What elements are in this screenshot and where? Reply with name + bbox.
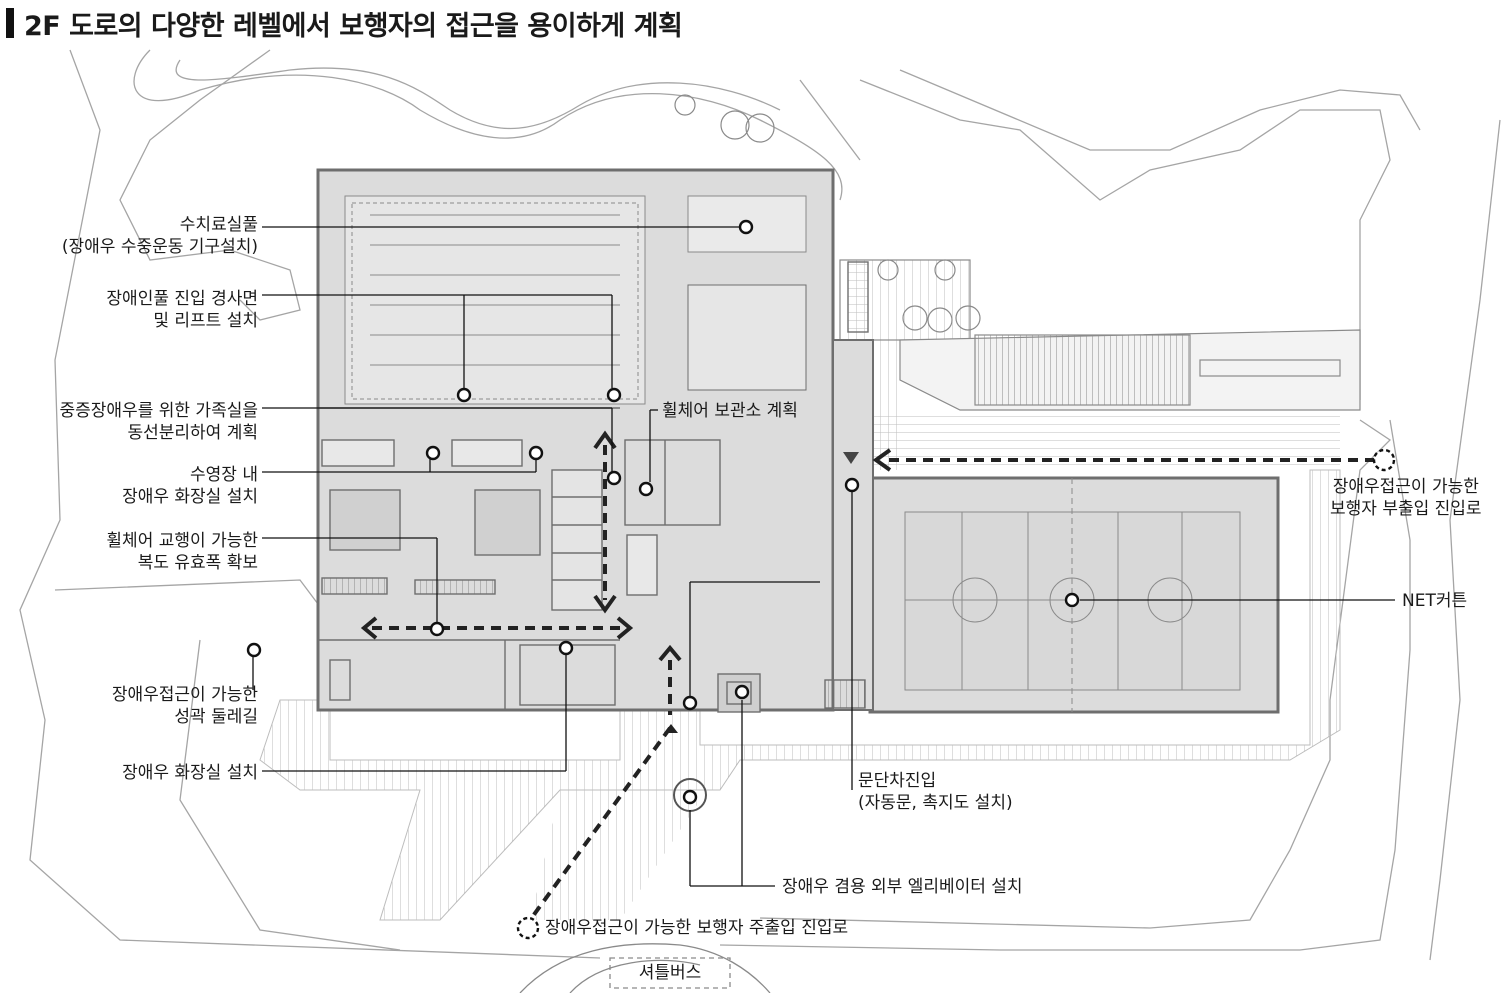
label-corridor-line1: 휠체어 교행이 가능한 [106,531,258,551]
label-elevator-line1: 장애우 겸용 외부 엘리베이터 설치 [782,877,1023,897]
label-pool-line2: (장애우 수중운동 기구설치) [61,237,258,257]
label-perimeter-path: 장애우접근이 가능한 성곽 둘레길 [112,684,258,728]
label-pool-entry-line2: 및 리프트 설치 [153,311,258,331]
shuttle-road [519,943,771,993]
label-net-curtain: NET커튼 [1402,590,1467,612]
label-family-room-line1: 중증장애우를 위한 가족실을 [59,401,259,421]
label-sub-entrance-line1: 장애우접근이 가능한 [1332,477,1479,497]
label-sub-entrance: 장애우접근이 가능한 보행자 부출입 진입로 [1330,476,1482,520]
label-toilet-line1: 장애우 화장실 설치 [122,763,258,783]
label-pool: 수치료실풀 (장애우 수중운동 기구설치) [62,214,258,258]
label-toilet: 장애우 화장실 설치 [122,762,258,784]
title-bar: 2F 도로의 다양한 레벨에서 보행자의 접근을 용이하게 계획 [6,6,683,42]
circulation-arrows [360,430,1375,922]
label-shuttle-bus-line1: 셔틀버스 [638,963,702,983]
label-sub-entrance-line2: 보행자 부출입 진입로 [1330,499,1482,519]
label-pool-toilet: 수영장 내 장애우 화장실 설치 [122,464,258,508]
label-main-entrance: 장애우접근이 가능한 보행자 주출입 진입로 [545,917,848,939]
label-wheelchair-storage-line1: 휠체어 보관소 계획 [662,401,798,421]
marker-circles [246,219,1396,940]
label-flush-entry-line1: 문단차진입 [858,771,937,791]
label-perimeter-path-line1: 장애우접근이 가능한 [111,685,258,705]
leader-lines [252,226,1395,887]
label-shuttle-bus: 셔틀버스 [622,962,718,984]
label-pool-entry: 장애인풀 진입 경사면 및 리프트 설치 [106,288,258,332]
label-family-room-line2: 동선분리하여 계획 [127,423,258,443]
label-family-room: 중증장애우를 위한 가족실을 동선분리하여 계획 [60,400,259,444]
label-pool-toilet-line2: 장애우 화장실 설치 [122,487,258,507]
label-net-curtain-line1: NET커튼 [1402,591,1468,611]
label-flush-entry: 문단차진입 (자동문, 촉지도 설치) [858,770,1013,814]
interior-rooms [318,261,869,713]
title-marker [6,8,14,38]
label-pool-toilet-line1: 수영장 내 [190,465,258,485]
label-perimeter-path-line2: 성곽 둘레길 [174,707,258,727]
label-wheelchair-storage: 휠체어 보관소 계획 [662,400,798,422]
label-pool-entry-line1: 장애인풀 진입 경사면 [106,289,258,309]
label-flush-entry-line2: (자동문, 촉지도 설치) [858,793,1013,813]
label-corridor-line2: 복도 유효폭 확보 [137,553,258,573]
label-corridor: 휠체어 교행이 가능한 복도 유효폭 확보 [106,530,258,574]
label-elevator: 장애우 겸용 외부 엘리베이터 설치 [782,876,1023,898]
label-main-entrance-line1: 장애우접근이 가능한 보행자 주출입 진입로 [545,918,849,938]
site-contours [19,49,1501,961]
label-pool-line1: 수치료실풀 [179,215,258,235]
pool-area [344,195,807,405]
page-title: 2F 도로의 다양한 레벨에서 보행자의 접근을 용이하게 계획 [24,10,683,42]
plaza-paving [259,340,1341,921]
